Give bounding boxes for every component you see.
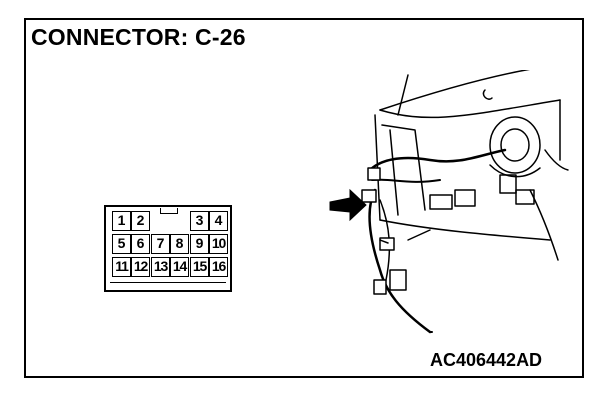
pin-15: 15 <box>190 257 209 277</box>
connector-key-notch <box>160 208 178 214</box>
pin-1: 1 <box>112 211 131 231</box>
pin-9: 9 <box>190 234 209 254</box>
figure-code: AC406442AD <box>430 350 543 370</box>
pin-7: 7 <box>151 234 170 254</box>
pin-6: 6 <box>131 234 150 254</box>
pin-2: 2 <box>131 211 150 231</box>
pin-4: 4 <box>209 211 228 231</box>
pin-13: 13 <box>151 257 170 277</box>
pin-8: 8 <box>170 234 189 254</box>
pin-10: 10 <box>209 234 228 254</box>
pin-12: 12 <box>131 257 150 277</box>
pin-14: 14 <box>170 257 189 277</box>
pin-16: 16 <box>209 257 228 277</box>
connector-title: CONNECTOR: C-26 <box>31 24 246 50</box>
connector-face-diagram: 1 2 3 4 5 6 7 8 9 10 11 12 13 14 15 16 <box>104 205 232 292</box>
harness-location-illustration <box>329 70 569 334</box>
pin-11: 11 <box>112 257 131 277</box>
pin-3: 3 <box>190 211 209 231</box>
pin-5: 5 <box>112 234 131 254</box>
connector-bottom-rib <box>110 282 226 283</box>
